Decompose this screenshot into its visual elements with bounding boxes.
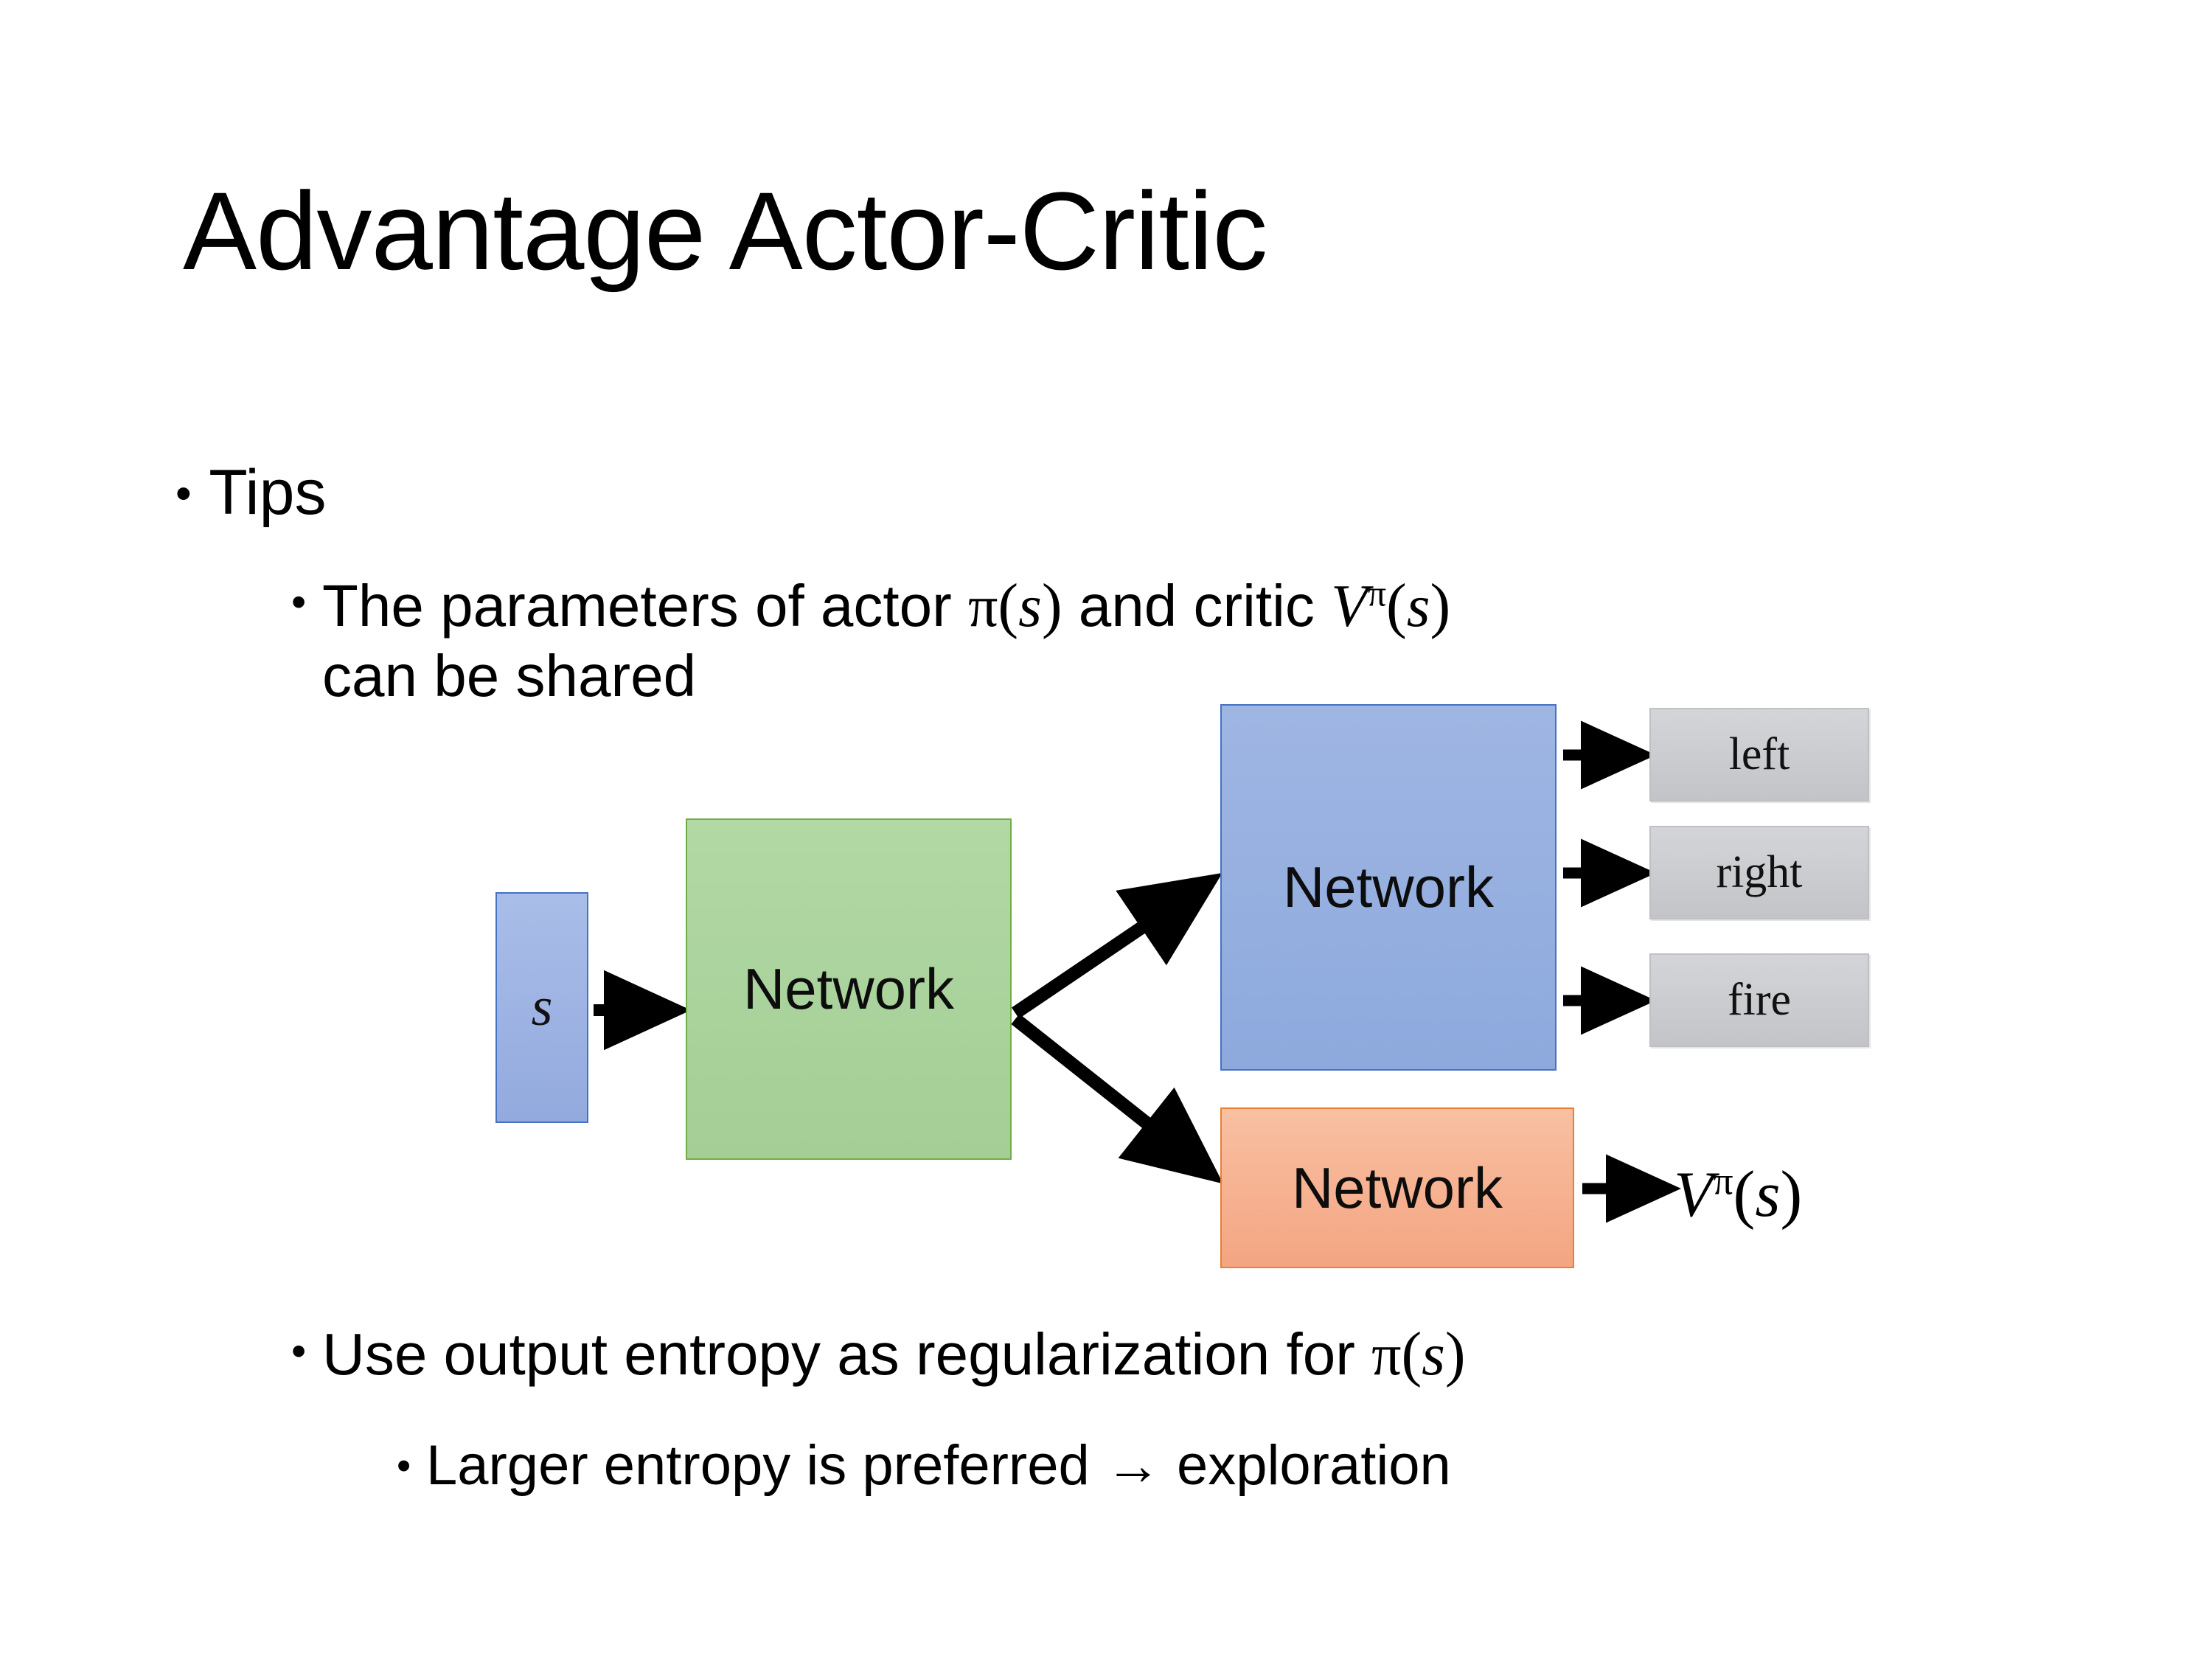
pi-symbol: π [967, 574, 998, 639]
pi-superscript: π [1367, 573, 1387, 614]
bullet-marker-icon: • [291, 1328, 307, 1376]
paren-open: ( [998, 571, 1019, 639]
action-label-right: right [1716, 847, 1803, 897]
action-box-fire[interactable]: fire [1649, 953, 1869, 1047]
bullet-marker-icon: • [397, 1442, 411, 1489]
bullet-shared-parameters-text: The parameters of actor π(s) and critic … [322, 569, 2149, 712]
action-label-left: left [1728, 729, 1790, 779]
text-segment: and critic [1062, 573, 1332, 639]
state-symbol: s [1422, 1321, 1445, 1388]
action-box-left[interactable]: left [1649, 708, 1869, 801]
node-critic-network-label: Network [1291, 1155, 1503, 1220]
paren-close: ) [1430, 571, 1451, 639]
bullet-shared-parameters: • The parameters of actor π(s) and criti… [291, 569, 2149, 712]
state-symbol: s [1018, 572, 1042, 639]
text-segment: The parameters of actor [322, 573, 968, 639]
bullet-marker-icon: • [175, 467, 192, 519]
value-symbol: V [1674, 1158, 1714, 1230]
action-box-right[interactable]: right [1649, 826, 1869, 919]
bullet-entropy-regularization: • Use output entropy as regularization f… [291, 1318, 2149, 1390]
page-title: Advantage Actor-Critic [183, 169, 1267, 293]
state-symbol: s [1406, 572, 1430, 639]
paren-open: ( [1386, 571, 1407, 639]
node-state-input[interactable]: s [495, 892, 588, 1123]
arrow-shared-to-critic [1011, 1013, 1223, 1184]
bullet-larger-entropy: • Larger entropy is preferred → explorat… [397, 1433, 2166, 1498]
arrow-shared-to-actor [1011, 872, 1222, 1019]
bullet-tips-label: Tips [209, 457, 327, 528]
pi-symbol: π [1371, 1323, 1402, 1388]
node-shared-network-label: Network [742, 956, 955, 1021]
paren-close: ) [1780, 1158, 1803, 1231]
node-critic-network[interactable]: Network [1220, 1107, 1574, 1268]
node-shared-network[interactable]: Network [686, 818, 1012, 1160]
action-label-fire: fire [1727, 975, 1792, 1025]
bullet-marker-icon: • [291, 579, 307, 627]
node-state-label: s [531, 977, 553, 1037]
pi-superscript: π [1713, 1158, 1733, 1203]
paren-close: ) [1041, 571, 1062, 639]
paren-close: ) [1444, 1320, 1466, 1388]
state-symbol: s [1755, 1158, 1781, 1230]
text-segment-line2: can be shared [322, 643, 697, 709]
value-symbol: V [1331, 572, 1368, 639]
critic-output-formula: Vπ(s) [1674, 1156, 1802, 1232]
node-actor-network-label: Network [1282, 855, 1495, 919]
paren-open: ( [1733, 1158, 1756, 1231]
node-actor-network[interactable]: Network [1220, 704, 1557, 1071]
paren-open: ( [1401, 1320, 1422, 1388]
bullet-entropy-text: Use output entropy as regularization for… [322, 1318, 2149, 1390]
bullet-larger-entropy-label: Larger entropy is preferred → exploratio… [425, 1434, 1451, 1497]
text-segment: Use output entropy as regularization for [322, 1321, 1372, 1387]
bullet-tips: • Tips [175, 457, 326, 528]
